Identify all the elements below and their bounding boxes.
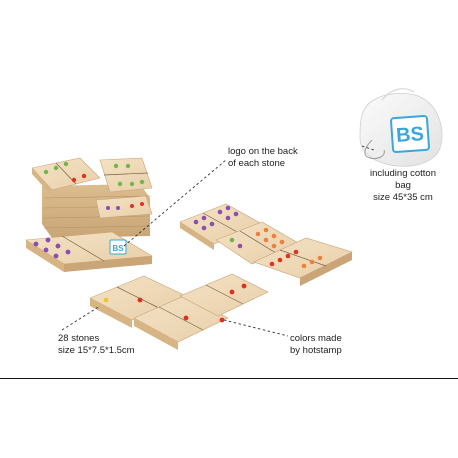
logo-caption: logo on the back of each stone	[228, 146, 298, 170]
svg-text:BS: BS	[395, 123, 424, 147]
bag-logo: BS	[390, 114, 430, 154]
tile-logo: BS	[109, 239, 127, 255]
bag-caption-line2: bag	[395, 180, 411, 191]
bag-caption: including cotton bag size 45*35 cm	[362, 168, 444, 204]
colors-callout-line	[223, 319, 289, 337]
bottom-divider	[0, 378, 458, 379]
cotton-bag: BS	[359, 88, 443, 167]
logo-callout-line	[123, 159, 227, 247]
colors-caption-line1: colors made	[290, 333, 342, 344]
bag-caption-line1: including cotton	[369, 168, 437, 179]
logo-caption-line1: logo on the back	[228, 146, 298, 157]
stones-caption-line1: 28 stones	[58, 333, 100, 344]
colors-caption: colors made by hotstamp	[290, 333, 342, 357]
bag-caption-line3: size 45*35 cm	[373, 192, 433, 203]
svg-text:BS: BS	[112, 244, 124, 253]
stones-caption: 28 stones size 15*7.5*1.5cm	[58, 333, 135, 357]
logo-caption-line2: of each stone	[228, 158, 286, 169]
bag-callout-line	[361, 145, 375, 151]
domino-chain	[89, 203, 353, 350]
colors-caption-line2: by hotstamp	[290, 345, 342, 356]
domino-stack: BS	[25, 157, 153, 272]
stones-caption-line2: size 15*7.5*1.5cm	[58, 345, 135, 356]
callout-lines	[61, 145, 375, 337]
stones-callout-line	[61, 305, 101, 331]
